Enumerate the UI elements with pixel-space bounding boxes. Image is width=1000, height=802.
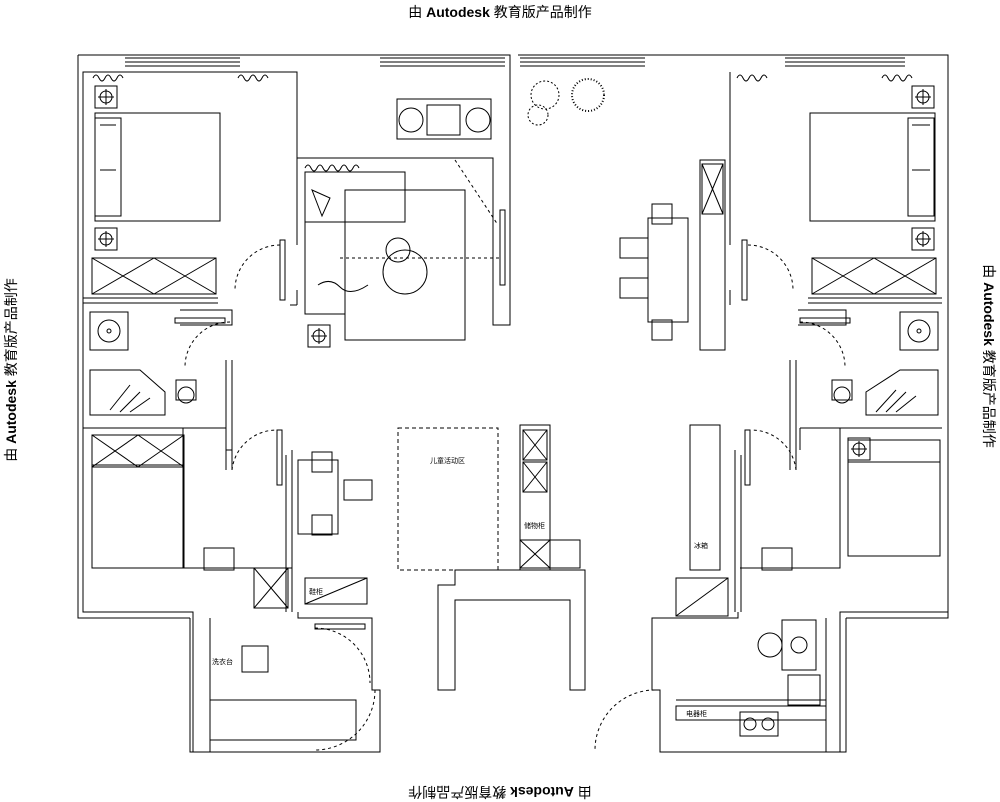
sofa-icon: [304, 171, 466, 341]
watermark-suffix: 教育版产品制作: [408, 784, 507, 800]
door-swing-icon: [184, 159, 846, 751]
watermark-brand: Autodesk: [426, 4, 490, 20]
watermark-right: 由 Autodesk 教育版产品制作: [979, 251, 999, 461]
stove-icon: [675, 632, 827, 737]
desk: [203, 547, 793, 673]
kids-play-area: [397, 427, 499, 571]
outer-walls: [77, 54, 949, 753]
watermark-prefix: 由: [981, 264, 997, 279]
door-leaf: [174, 209, 851, 630]
watermark-prefix: 由: [577, 784, 592, 800]
toilet-icon: [175, 379, 853, 404]
label-appliance-cabinet: 电器柜: [686, 709, 707, 718]
label-fridge: 冰箱: [694, 541, 708, 550]
window-top-right: [520, 57, 905, 67]
lamp-icon: [94, 85, 935, 461]
watermark-brand: Autodesk: [981, 282, 997, 346]
shower: [89, 369, 939, 416]
plant-icon: [527, 78, 605, 126]
watermark-suffix: 教育版产品制作: [3, 278, 19, 377]
label-laundry: 洗衣台: [212, 657, 233, 666]
watermark-brand: Autodesk: [3, 380, 19, 444]
watermark-suffix: 教育版产品制作: [493, 4, 592, 20]
watermark-left: 由 Autodesk 教育版产品制作: [1, 265, 21, 475]
label-kids-play-area: 儿童活动区: [430, 456, 465, 465]
label-shoe-cabinet: 鞋柜: [309, 587, 323, 596]
label-storage-cabinet: 储物柜: [524, 521, 545, 530]
curtain-icon: [92, 74, 913, 172]
tall-cabinet: [304, 159, 729, 617]
window-top-left: [125, 57, 505, 67]
bed-icon: [91, 112, 941, 569]
watermark-top: 由 Autodesk 教育版产品制作: [0, 2, 1000, 22]
dining-table-icon: [297, 98, 689, 536]
sink-icon: [89, 311, 939, 671]
wardrobe: [91, 257, 937, 468]
interior-walls-right: [676, 72, 942, 752]
watermark-suffix: 教育版产品制作: [981, 349, 997, 448]
watermark-bottom: 由 Autodesk 教育版产品制作: [0, 782, 1000, 802]
watermark-prefix: 由: [408, 4, 423, 20]
watermark-brand: Autodesk: [510, 784, 574, 800]
watermark-prefix: 由: [3, 447, 19, 462]
